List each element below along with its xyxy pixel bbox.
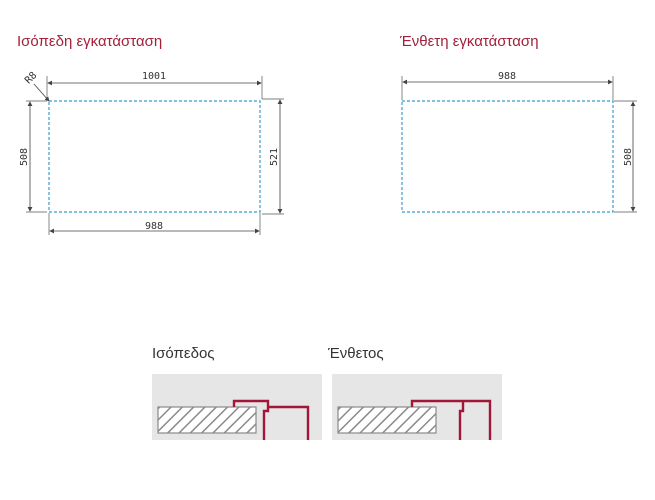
flush-cutout-outline <box>48 100 261 213</box>
countertop-section <box>157 406 257 434</box>
inset-top-dimension: 988 <box>498 71 516 82</box>
flush-sink-profile <box>232 399 310 440</box>
corner-radius-label: R8 <box>23 70 39 86</box>
inset-profile-label: Ένθετος <box>328 345 384 362</box>
radius-leader-line <box>33 83 50 102</box>
inset-drawing: 988 508 <box>401 71 637 213</box>
inset-sink-profile <box>410 399 492 440</box>
inset-right-dimension: 508 <box>623 148 634 166</box>
inset-installation-title: Ένθετη εγκατάσταση <box>400 33 539 50</box>
inset-cutout-outline <box>401 100 614 213</box>
flush-bottom-dimension: 988 <box>145 221 163 232</box>
inset-profile-panel <box>332 374 502 440</box>
flush-profile-panel <box>152 374 322 440</box>
flush-installation-title: Ισόπεδη εγκατάσταση <box>17 33 163 50</box>
countertop-section <box>337 406 437 434</box>
flush-right-dimension: 521 <box>269 148 280 166</box>
flush-drawing: 1001 988 508 521 R8 <box>19 70 284 235</box>
flush-left-dimension: 508 <box>19 148 30 166</box>
flush-profile-label: Ισόπεδος <box>152 345 215 362</box>
flush-top-dimension: 1001 <box>142 71 166 82</box>
